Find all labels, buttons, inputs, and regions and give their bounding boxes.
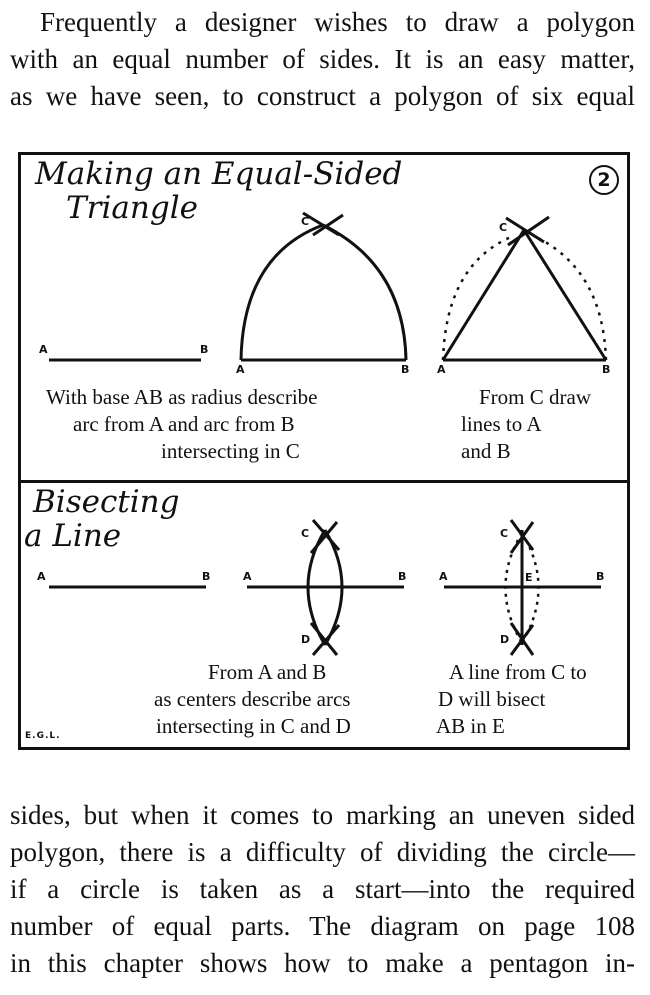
top-paragraph: Frequently a designer wishes to draw a p… xyxy=(10,4,635,115)
label-e: E xyxy=(525,571,533,584)
label-b: B xyxy=(602,363,611,376)
figure-number-badge: 2 xyxy=(589,165,619,195)
text-line: with an equal number of sides. It is an … xyxy=(10,44,635,74)
section2-title-line2: a Line xyxy=(24,518,122,554)
label-c: C xyxy=(301,527,310,540)
label-a: A xyxy=(39,343,48,356)
text-line: Frequently a designer wishes to draw a p… xyxy=(40,7,635,37)
text-line: if a circle is taken as a start—into the… xyxy=(10,874,635,904)
label-a: A xyxy=(243,570,252,583)
section1-caption-left-line1: With base AB as radius describe xyxy=(46,385,318,409)
section1-title-line1: Making an Equal-Sided xyxy=(35,156,403,192)
section-divider xyxy=(21,480,627,483)
label-c: C xyxy=(301,215,310,228)
section1-caption-right-line1: From C draw xyxy=(479,385,591,409)
text-line: polygon, there is a difficulty of dividi… xyxy=(10,837,635,867)
label-b: B xyxy=(202,570,211,583)
figure-drawings xyxy=(49,211,608,656)
label-c: C xyxy=(499,221,508,234)
section1-title-line2: Triangle xyxy=(66,190,198,226)
section1-caption-right-line2: lines to A xyxy=(461,412,542,436)
label-a: A xyxy=(37,570,46,583)
section1-caption-left-line2: arc from A and arc from B xyxy=(73,412,295,436)
label-b: B xyxy=(401,363,410,376)
section2-caption-left-line3: intersecting in C and D xyxy=(156,714,351,738)
label-a: A xyxy=(236,363,245,376)
section2-caption-right-line2: D will bisect xyxy=(438,687,546,711)
bottom-paragraph: sides, but when it comes to marking an u… xyxy=(10,797,635,982)
text-line: as we have seen, to construct a polygon … xyxy=(10,81,635,111)
section2-caption-right-line3: AB in E xyxy=(436,714,505,738)
artist-initials: E.G.L. xyxy=(25,731,61,741)
label-b: B xyxy=(398,570,407,583)
label-b: B xyxy=(596,570,605,583)
section1-caption-left-line3: intersecting in C xyxy=(161,439,300,463)
text-line: sides, but when it comes to marking an u… xyxy=(10,800,635,830)
label-d: D xyxy=(500,633,510,646)
label-b: B xyxy=(200,343,209,356)
label-d: D xyxy=(301,633,311,646)
section1-caption-right-line3: and B xyxy=(461,439,511,463)
section2-title-line1: Bisecting xyxy=(33,484,180,520)
geometry-figure: Making an Equal-Sided Triangle 2 A B C A… xyxy=(18,152,630,750)
section2-caption-left-line1: From A and B xyxy=(208,660,327,684)
section2-caption-right-line1: A line from C to xyxy=(449,660,587,684)
section2-caption-left-line2: as centers describe arcs xyxy=(154,687,351,711)
text-line: number of equal parts. The diagram on pa… xyxy=(10,911,635,941)
label-c: C xyxy=(500,527,509,540)
label-a: A xyxy=(437,363,446,376)
text-line: in this chapter shows how to make a pent… xyxy=(10,948,635,978)
label-a: A xyxy=(439,570,448,583)
